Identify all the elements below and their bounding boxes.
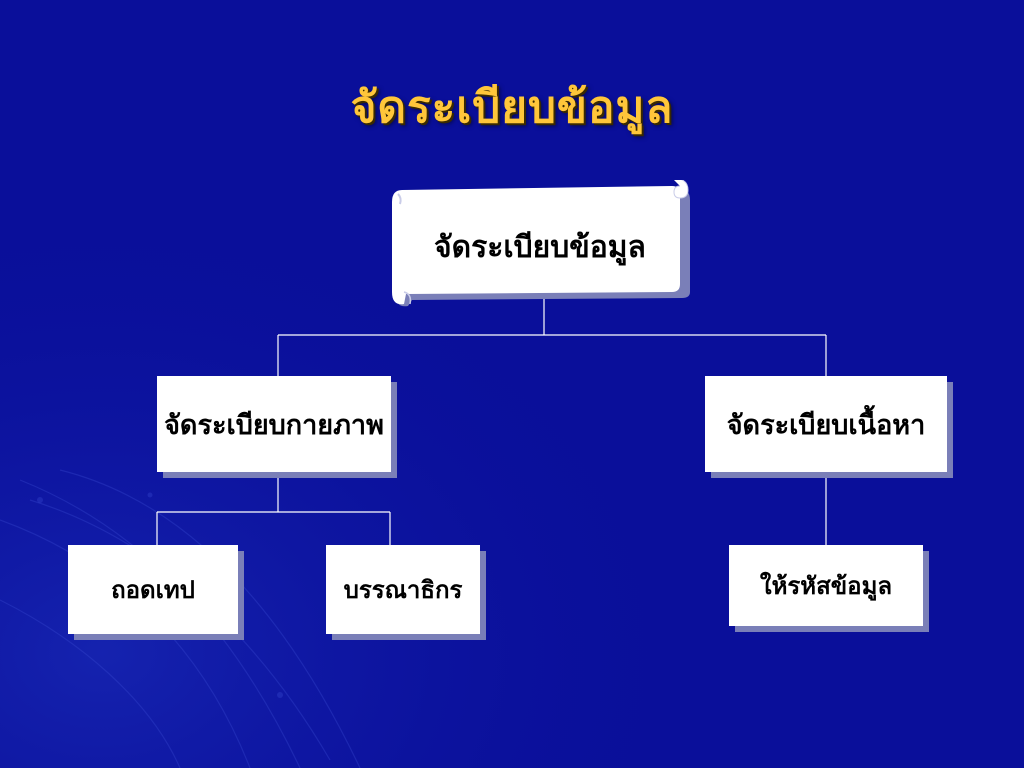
root-node-label: จัดระเบียบข้อมูล — [434, 230, 646, 265]
node-coding-data-label: ให้รหัสข้อมูล — [759, 571, 893, 600]
node-transcribe-tape: ถอดเทป — [68, 545, 238, 634]
node-content-organization: จัดระเบียบเนื้อหา — [705, 376, 947, 472]
node-physical-organization: จัดระเบียบกายภาพ — [157, 376, 391, 472]
node-content-organization-label: จัดระเบียบเนื้อหา — [726, 409, 926, 441]
node-editing-label: บรรณาธิกร — [343, 575, 463, 604]
node-transcribe-tape-label: ถอดเทป — [111, 575, 195, 604]
root-node: จัดระเบียบข้อมูล — [390, 180, 690, 310]
node-physical-organization-label: จัดระเบียบกายภาพ — [164, 409, 384, 441]
scroll-shape — [392, 180, 690, 307]
node-coding-data: ให้รหัสข้อมูล — [729, 545, 923, 626]
node-editing: บรรณาธิกร — [326, 545, 480, 634]
slide-title: จัดระเบียบข้อมูล — [350, 82, 674, 133]
